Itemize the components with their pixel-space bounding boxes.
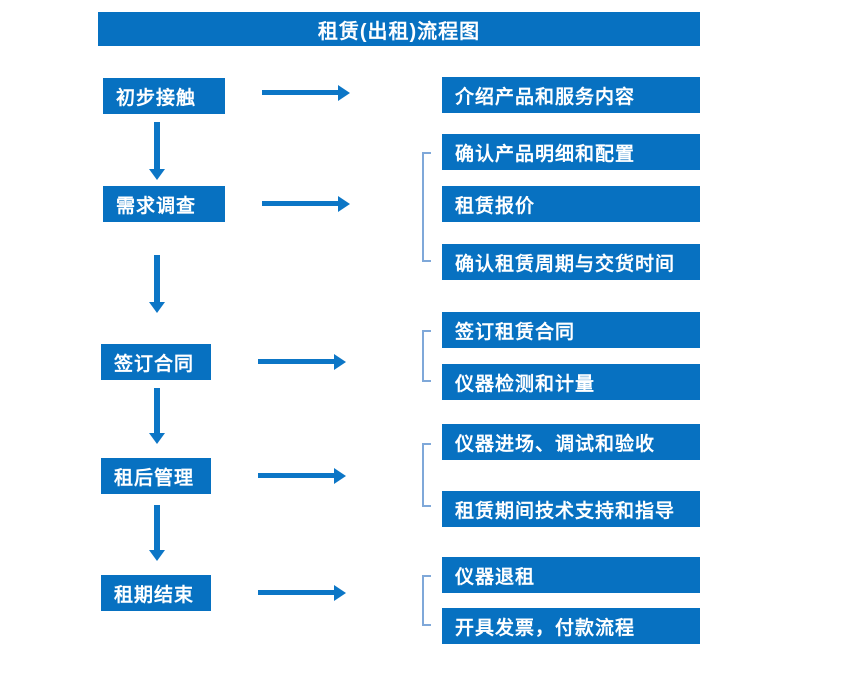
arrow-shaft — [258, 590, 335, 595]
step-box-demand-survey: 需求调查 — [103, 186, 225, 222]
arrow-head-icon — [149, 302, 165, 313]
detail-box-confirm-details: 确认产品明细和配置 — [442, 134, 700, 170]
bracket-group-3 — [422, 330, 431, 382]
arrow-shaft — [154, 505, 160, 551]
arrow-head-icon — [149, 550, 165, 561]
detail-box-instrument-setup: 仪器进场、调试和验收 — [442, 424, 700, 460]
bracket-group-2 — [422, 152, 431, 262]
arrow-head-icon — [149, 433, 165, 444]
right-arrow-4 — [258, 468, 346, 484]
right-arrow-5 — [258, 585, 346, 601]
detail-box-rental-quote: 租赁报价 — [442, 186, 700, 222]
detail-box-confirm-period: 确认租赁周期与交货时间 — [442, 244, 700, 280]
step-box-initial-contact: 初步接触 — [103, 78, 225, 114]
right-arrow-3 — [258, 354, 346, 370]
bracket-group-5 — [422, 575, 431, 626]
down-arrow-3 — [149, 388, 165, 444]
step-box-rental-end: 租期结束 — [101, 575, 211, 611]
arrow-head-icon — [149, 169, 165, 180]
down-arrow-1 — [149, 122, 165, 180]
detail-box-tech-support: 租赁期间技术支持和指导 — [442, 491, 700, 527]
step-box-post-rental-management: 租后管理 — [101, 458, 211, 494]
arrow-shaft — [262, 90, 339, 95]
arrow-head-icon — [334, 468, 346, 484]
flowchart-title: 租赁(出租)流程图 — [98, 12, 700, 46]
detail-box-instrument-inspection: 仪器检测和计量 — [442, 364, 700, 400]
arrow-shaft — [262, 201, 339, 206]
arrow-head-icon — [334, 354, 346, 370]
detail-box-invoice-payment: 开具发票，付款流程 — [442, 608, 700, 644]
arrow-shaft — [258, 473, 335, 478]
down-arrow-4 — [149, 505, 165, 561]
step-box-sign-contract: 签订合同 — [101, 344, 211, 380]
arrow-head-icon — [334, 585, 346, 601]
detail-box-intro-products: 介绍产品和服务内容 — [442, 77, 700, 113]
right-arrow-1 — [262, 85, 350, 101]
arrow-shaft — [154, 122, 160, 170]
down-arrow-2 — [149, 255, 165, 313]
arrow-shaft — [154, 255, 160, 303]
detail-box-sign-rental-contract: 签订租赁合同 — [442, 312, 700, 348]
right-arrow-2 — [262, 196, 350, 212]
arrow-shaft — [258, 359, 335, 364]
arrow-shaft — [154, 388, 160, 434]
bracket-group-4 — [422, 443, 431, 507]
arrow-head-icon — [338, 196, 350, 212]
arrow-head-icon — [338, 85, 350, 101]
detail-box-instrument-return: 仪器退租 — [442, 557, 700, 593]
